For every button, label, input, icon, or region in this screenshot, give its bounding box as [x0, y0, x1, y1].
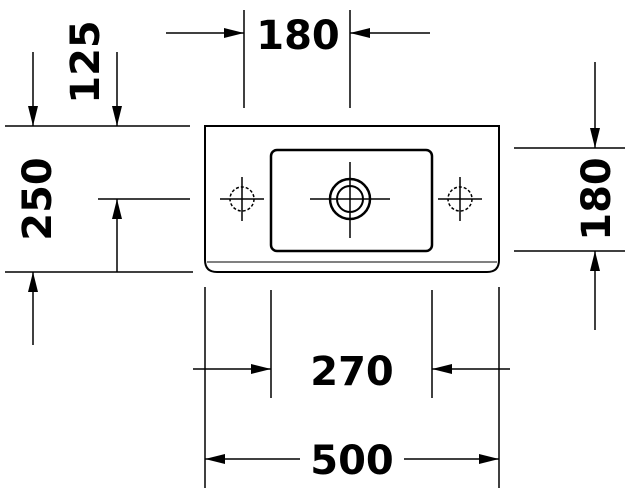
dimension-label-overall-width: 500 — [310, 438, 394, 484]
dimension-label-top: 180 — [256, 13, 340, 59]
bowl-outline — [269, 148, 434, 253]
dimension-left-lower — [5, 198, 193, 345]
tap-hole-left — [220, 177, 264, 221]
dimension-label-bowl-width: 270 — [310, 349, 394, 395]
tap-hole-right — [438, 177, 482, 221]
dimension-left-upper — [5, 52, 190, 127]
dimension-label-right: 180 — [574, 157, 620, 241]
dimension-top — [166, 10, 430, 108]
basin-outline — [204, 125, 500, 273]
drain — [310, 162, 390, 238]
dimension-right — [514, 62, 625, 330]
dimension-bowl-width — [193, 290, 510, 398]
dimension-label-left-lower: 250 — [15, 157, 61, 241]
dimension-label-left-upper: 125 — [63, 20, 109, 104]
dimension-overall-width — [204, 287, 500, 488]
basin — [204, 125, 500, 273]
